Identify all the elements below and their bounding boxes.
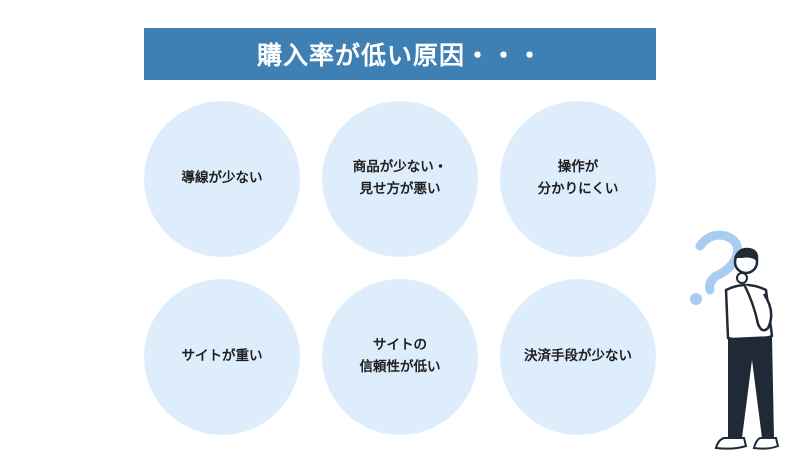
cause-label: 商品が少ない・ 見せ方が悪い: [352, 159, 448, 197]
cause-label: サイトが重い: [181, 348, 263, 365]
cause-label: 決済手段が少ない: [524, 348, 632, 365]
cause-item: 導線が少ない: [144, 101, 300, 257]
cause-item: サイトの 信頼性が低い: [322, 279, 478, 435]
cause-item: 操作が 分かりにくい: [500, 101, 656, 257]
cause-label: 導線が少ない: [181, 170, 263, 187]
title-banner: 購入率が低い原因・・・: [144, 28, 656, 80]
cause-grid: 導線が少ない 商品が少ない・ 見せ方が悪い 操作が 分かりにくい サイトが重い …: [144, 101, 656, 437]
cause-item: 決済手段が少ない: [500, 279, 656, 435]
cause-label: 操作が 分かりにくい: [537, 159, 619, 197]
cause-label: サイトの 信頼性が低い: [359, 337, 441, 375]
cause-item: サイトが重い: [144, 279, 300, 435]
page-title: 購入率が低い原因・・・: [256, 41, 543, 70]
cause-item: 商品が少ない・ 見せ方が悪い: [322, 101, 478, 257]
thinking-person-icon: [690, 230, 780, 450]
